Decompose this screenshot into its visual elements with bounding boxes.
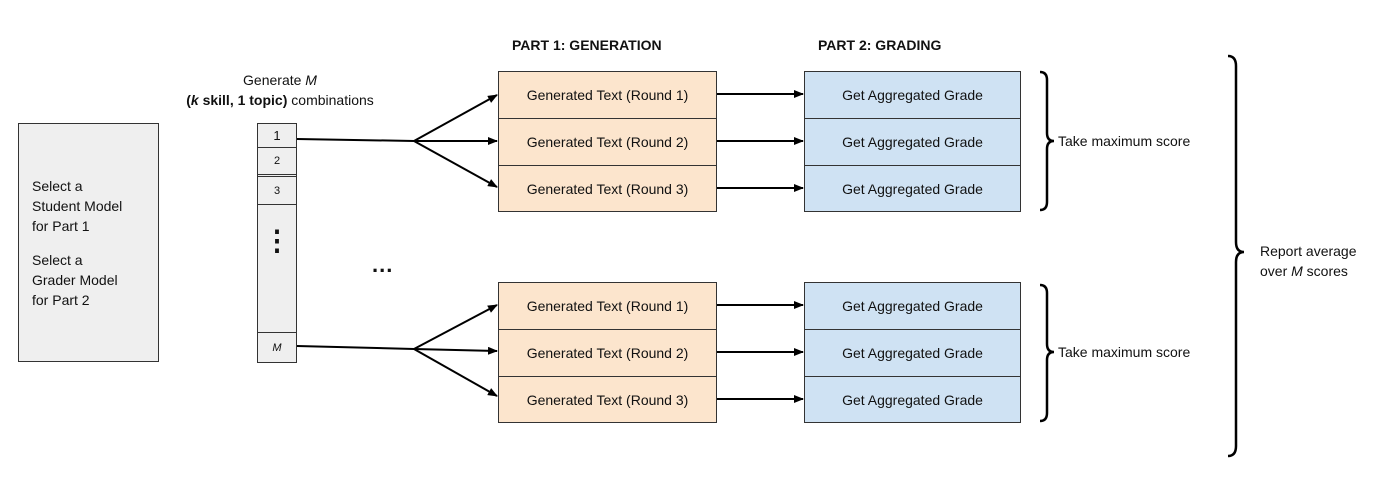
bottom-generated-text-round-2: Generated Text (Round 2) (498, 329, 717, 377)
top-generated-text-round-2: Generated Text (Round 2) (498, 118, 717, 166)
combination-ellipsis: ⋮ (263, 225, 291, 256)
report-var-m: M (1291, 263, 1303, 279)
generate-title-line2: (k skill, 1 topic) combinations (160, 90, 400, 110)
bottom-generated-text-round-3: Generated Text (Round 3) (498, 376, 717, 423)
arrow-fork-bottom-round3 (413, 348, 498, 397)
brace-bottom-group (1039, 283, 1055, 423)
grader-line1: Select a (32, 252, 83, 268)
report-suffix: scores (1302, 263, 1348, 279)
generate-bold-rest: skill, 1 topic) (198, 92, 288, 108)
bottom-aggregated-grade-2: Get Aggregated Grade (804, 329, 1021, 377)
brace-overall (1227, 54, 1245, 458)
top-aggregated-grade-3: Get Aggregated Grade (804, 165, 1021, 212)
combination-cell-m: M (257, 332, 297, 363)
arrow-fork-top-round3 (413, 140, 498, 188)
generate-prefix: Generate (243, 72, 306, 88)
bottom-aggregated-grade-1: Get Aggregated Grade (804, 282, 1021, 330)
arrow-fork-bottom-round2 (413, 346, 498, 355)
arrow-fork-top-round1 (413, 94, 498, 142)
bottom-generated-text-round-1: Generated Text (Round 1) (498, 282, 717, 330)
model-selection-text: Select a Student Model for Part 1 Select… (32, 176, 122, 310)
bottom-take-maximum-label: Take maximum score (1058, 344, 1191, 360)
part2-header: PART 2: GRADING (818, 37, 942, 53)
student-line2: Student Model (32, 198, 123, 214)
arrow-fork-bottom-round1 (413, 304, 498, 350)
top-take-maximum-label: Take maximum score (1058, 133, 1191, 149)
model-selection-box (18, 123, 159, 362)
generate-title: Generate M (k skill, 1 topic) combinatio… (160, 70, 400, 110)
report-line1: Report average (1260, 243, 1357, 259)
combination-cell-1: 1 (257, 123, 297, 148)
report-line2: over M scores (1260, 261, 1357, 281)
combination-cell-2: 2 (257, 147, 297, 175)
combination-cell-3: 3 (257, 176, 297, 205)
link-cell1-to-fork (296, 138, 415, 142)
top-generated-text-round-1: Generated Text (Round 1) (498, 71, 717, 119)
report-prefix: over (1260, 263, 1292, 279)
bottom-aggregated-grade-3: Get Aggregated Grade (804, 376, 1021, 423)
top-aggregated-grade-1: Get Aggregated Grade (804, 71, 1021, 119)
top-aggregated-grade-2: Get Aggregated Grade (804, 118, 1021, 166)
student-line1: Select a (32, 178, 83, 194)
groups-ellipsis: ... (372, 252, 394, 277)
grader-line2: Grader Model (32, 272, 118, 288)
generate-title-line1: Generate M (160, 70, 400, 90)
generate-paren-open: ( (186, 92, 191, 108)
grader-line3: for Part 2 (32, 292, 90, 308)
student-line3: for Part 1 (32, 218, 90, 234)
generate-var-k: k (190, 92, 199, 108)
generate-var-m: M (305, 72, 317, 88)
brace-top-group (1039, 70, 1055, 212)
link-cellM-to-fork (296, 345, 415, 350)
generate-rest: combinations (287, 92, 374, 108)
report-average-label: Report average over M scores (1260, 241, 1357, 281)
top-generated-text-round-3: Generated Text (Round 3) (498, 165, 717, 212)
part1-header: PART 1: GENERATION (512, 37, 662, 53)
